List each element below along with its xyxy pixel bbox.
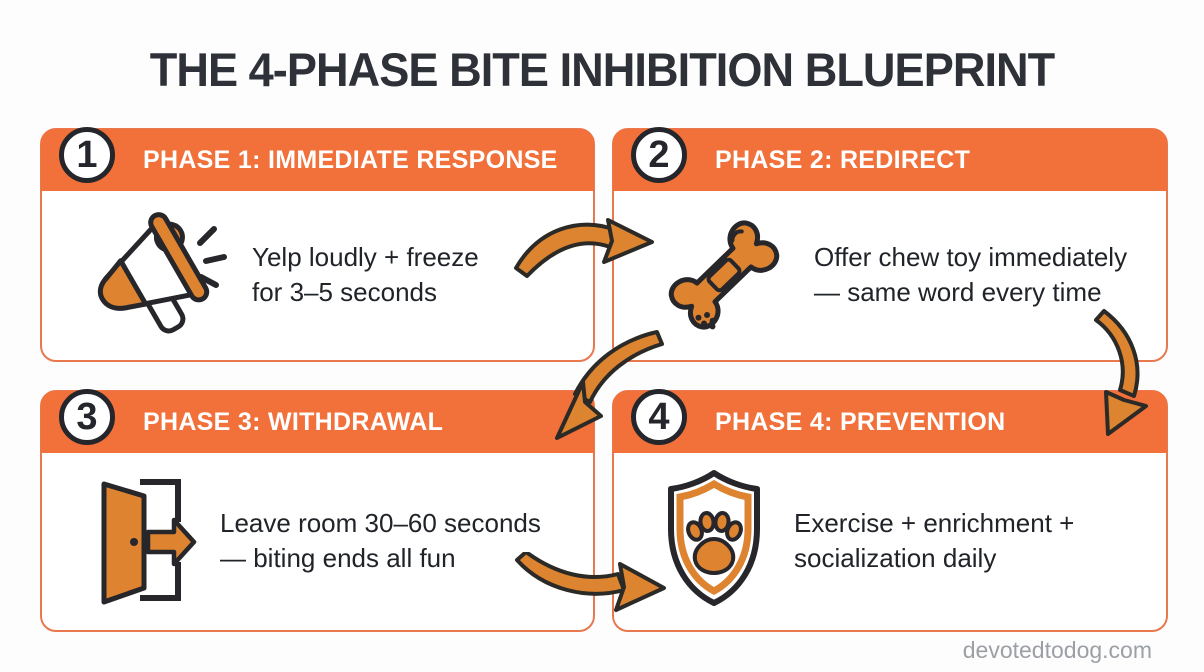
arrow-phase1-to-phase2 <box>514 218 654 278</box>
phase-1-card: 1 PHASE 1: IMMEDIATE RESPONSE Yelp loudl… <box>40 127 595 362</box>
phase-4-number-badge: 4 <box>631 389 687 445</box>
bone-icon <box>654 208 794 343</box>
phase-4-description: Exercise + enrichment + socialization da… <box>794 506 1074 576</box>
phase-1-header: 1 PHASE 1: IMMEDIATE RESPONSE <box>41 127 594 191</box>
phase-3-description: Leave room 30–60 seconds — biting ends a… <box>220 506 541 576</box>
phase-4-title: PHASE 4: PREVENTION <box>715 407 1006 436</box>
phase-2-title: PHASE 2: REDIRECT <box>715 145 971 174</box>
phase-3-title: PHASE 3: WITHDRAWAL <box>143 407 444 436</box>
phase-2-header: 2 PHASE 2: REDIRECT <box>613 127 1167 191</box>
arrow-phase2-to-phase3 <box>555 330 664 440</box>
phase-3-card: 3 PHASE 3: WITHDRAWAL Leave room 30–60 s… <box>40 389 595 632</box>
phase-3-line-1: Leave room 30–60 seconds <box>220 508 541 538</box>
phase-1-line-2: for 3–5 seconds <box>252 277 438 307</box>
phase-1-line-1: Yelp loudly + freeze <box>252 242 479 272</box>
phase-1-body: Yelp loudly + freeze for 3–5 seconds <box>42 191 593 359</box>
phase-1-description: Yelp loudly + freeze for 3–5 seconds <box>252 240 479 310</box>
phase-4-card: 4 PHASE 4: PREVENTION Exercise + enrichm… <box>612 389 1168 632</box>
phase-2-line-2: — same word every time <box>814 277 1102 307</box>
phase-3-line-2: — biting ends all fun <box>220 543 456 573</box>
phase-4-body: Exercise + enrichment + socialization da… <box>614 453 1166 629</box>
phase-1-title: PHASE 1: IMMEDIATE RESPONSE <box>143 145 558 174</box>
phase-2-card: 2 PHASE 2: REDIRECT Offer chew toy immed… <box>612 127 1168 362</box>
shield-paw-icon <box>654 467 774 615</box>
arrow-phase2-to-phase4 <box>1094 309 1148 436</box>
phase-1-number-badge: 1 <box>59 127 115 183</box>
phase-2-description: Offer chew toy immediately — same word e… <box>814 240 1127 310</box>
megaphone-icon <box>82 211 232 339</box>
door-exit-icon <box>82 470 200 612</box>
phase-4-line-1: Exercise + enrichment + <box>794 508 1075 538</box>
phase-3-body: Leave room 30–60 seconds — biting ends a… <box>42 453 593 629</box>
phase-4-line-2: socialization daily <box>794 543 997 573</box>
phase-3-number-badge: 3 <box>59 389 115 445</box>
phase-2-line-1: Offer chew toy immediately <box>814 242 1128 272</box>
phase-2-number-badge: 2 <box>631 127 687 183</box>
phase-3-header: 3 PHASE 3: WITHDRAWAL <box>41 389 594 453</box>
phase-2-body: Offer chew toy immediately — same word e… <box>614 191 1166 359</box>
watermark: devotedtodog.com <box>962 637 1152 663</box>
arrow-phase3-to-phase4 <box>515 552 666 612</box>
phase-4-header: 4 PHASE 4: PREVENTION <box>613 389 1167 453</box>
page-title: THE 4-PHASE BITE INHIBITION BLUEPRINT <box>149 43 1056 96</box>
